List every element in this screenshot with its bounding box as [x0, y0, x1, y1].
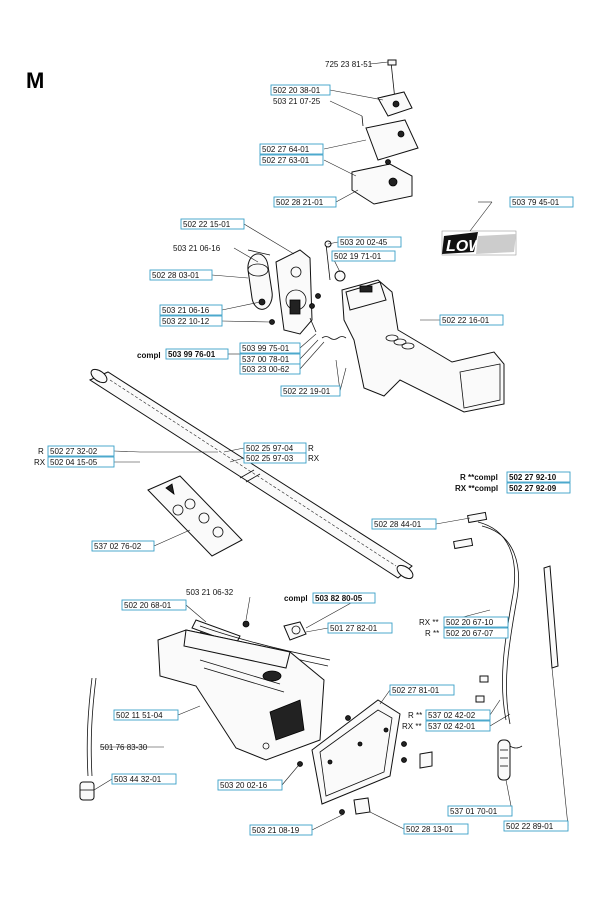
- variant-rx-compl: RX **compl: [455, 484, 498, 493]
- engine-cover: [157, 629, 325, 761]
- part-label: 537 02 42-02: [428, 711, 476, 720]
- part-label: 502 04 15-05: [50, 458, 98, 467]
- part-label: 503 79 45-01: [512, 198, 560, 207]
- part-label: 503 44 32-01: [114, 775, 162, 784]
- top-bolt-group: [351, 59, 419, 205]
- part-label: 503 22 10-12: [162, 317, 210, 326]
- part-label: 503 99 76-01: [168, 350, 216, 359]
- compl-label: compl: [284, 594, 308, 603]
- variant-rx: RX **: [419, 618, 439, 627]
- part-label: 502 28 03-01: [152, 271, 200, 280]
- part-label: 502 19 71-01: [334, 252, 382, 261]
- part-label: 502 27 81-01: [392, 686, 440, 695]
- throttle-small-parts: [309, 240, 347, 340]
- handle-bracket: [247, 249, 313, 335]
- part-label: 503 21 07-25: [273, 97, 321, 106]
- part-label: 503 20 02-45: [340, 238, 388, 247]
- part-label: 537 02 76-02: [94, 542, 142, 551]
- cover-frame: [297, 699, 433, 815]
- part-label: 503 21 06-16: [162, 306, 210, 315]
- low-decal: LOW: [441, 230, 517, 256]
- throttle-handle-housing: [341, 279, 505, 413]
- fuel-line: [79, 677, 97, 801]
- shaft-tube: [88, 368, 414, 580]
- part-label: 502 25 97-03: [246, 454, 294, 463]
- variant-r-compl: R **compl: [460, 473, 498, 482]
- part-label: 537 02 42-01: [428, 722, 476, 731]
- part-label: 502 28 21-01: [276, 198, 324, 207]
- cable-bracket: [191, 619, 331, 667]
- part-label: 501 76 83-30: [100, 743, 148, 752]
- part-label: 502 20 68-01: [124, 601, 172, 610]
- part-label: 537 01 70-01: [450, 807, 498, 816]
- compl-label: compl: [137, 351, 161, 360]
- variant-rx: RX: [308, 454, 320, 463]
- section-letter: M: [26, 68, 44, 93]
- part-label: 502 20 67-07: [446, 629, 494, 638]
- part-label: 503 99 75-01: [242, 344, 290, 353]
- part-label: 725 23 81-51: [325, 60, 373, 69]
- part-label: 503 23 00-62: [242, 365, 290, 374]
- part-label: 503 21 08-19: [252, 826, 300, 835]
- part-label: 502 22 15-01: [183, 220, 231, 229]
- variant-r: R: [38, 447, 44, 456]
- part-label: 502 25 97-04: [246, 444, 294, 453]
- part-label: 502 22 16-01: [442, 316, 490, 325]
- part-label: 502 20 67-10: [446, 618, 494, 627]
- part-label: 502 27 63-01: [262, 156, 310, 165]
- part-labels: 725 23 81-51 502 20 38-01 503 21 07-25 5…: [34, 60, 574, 836]
- part-label: 502 11 51-04: [116, 711, 163, 720]
- part-label: 502 28 13-01: [406, 825, 454, 834]
- part-label: 501 27 82-01: [330, 624, 378, 633]
- warning-decal: [147, 475, 243, 557]
- part-label: 503 82 80-05: [315, 594, 363, 603]
- part-label: 502 27 92-10: [509, 473, 557, 482]
- part-label: 502 27 92-09: [509, 484, 557, 493]
- part-label: 502 22 19-01: [283, 387, 331, 396]
- variant-r: R: [308, 444, 314, 453]
- part-label: 503 21 06-16: [173, 244, 221, 253]
- part-label: 502 27 32-02: [50, 447, 98, 456]
- part-label: 503 20 02-16: [220, 781, 268, 790]
- part-label: 537 00 78-01: [242, 355, 290, 364]
- part-label: 503 21 06-32: [186, 588, 234, 597]
- part-label: 502 22 89-01: [506, 822, 554, 831]
- variant-rx: RX **: [402, 722, 422, 731]
- decal-text: LOW: [446, 238, 485, 255]
- wiring-harness: [453, 511, 559, 781]
- part-label: 502 27 64-01: [262, 145, 310, 154]
- variant-rx: RX: [34, 458, 46, 467]
- variant-r: R **: [425, 629, 439, 638]
- part-label: 502 28 44-01: [374, 520, 422, 529]
- part-label: 502 20 38-01: [273, 86, 321, 95]
- variant-r: R **: [408, 711, 422, 720]
